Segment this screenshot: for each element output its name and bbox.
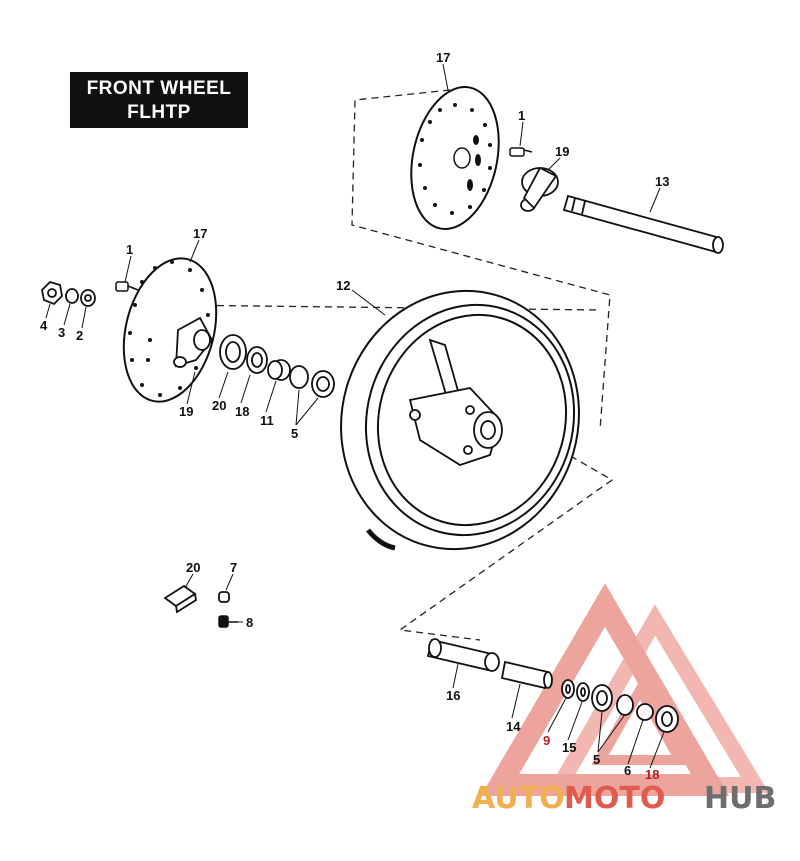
spacer-14	[500, 660, 553, 690]
diagram-title: FRONT WHEEL FLHTP	[70, 72, 248, 128]
screw-left	[115, 281, 139, 292]
leader-lines	[45, 63, 665, 769]
hub-upper	[520, 166, 559, 212]
callout-5-right: 5	[593, 752, 600, 767]
valve-stem-8	[218, 615, 238, 628]
callout-19-upper: 19	[555, 144, 569, 159]
wheel-rim	[340, 289, 580, 551]
watermark-part-3: HUB	[704, 781, 776, 816]
washer-9	[561, 679, 575, 699]
callout-20-lower: 20	[186, 560, 200, 575]
axle-sleeve-16	[426, 638, 500, 672]
brake-disc-left	[122, 257, 218, 403]
wheel-hub	[408, 338, 503, 466]
spacer-20	[219, 334, 247, 370]
nut	[41, 280, 63, 306]
title-line-2: FLHTP	[127, 102, 191, 123]
bearing-5-left	[289, 365, 335, 398]
clip-20	[163, 584, 197, 614]
callout-5-left: 5	[291, 426, 298, 441]
callout-7: 7	[230, 560, 237, 575]
watermark-part-2: MOTO	[564, 781, 665, 816]
seal-15	[576, 682, 590, 702]
seal-18	[246, 346, 268, 374]
screw-upper	[509, 147, 533, 157]
assembly-guide-lines	[149, 89, 614, 641]
callout-18-left: 18	[235, 404, 249, 419]
callout-11: 11	[260, 413, 274, 428]
axle	[562, 194, 724, 254]
callout-6: 6	[624, 763, 631, 778]
watermark-text: AUTO MOTO HUB	[472, 781, 776, 816]
callout-17-left: 17	[193, 226, 207, 241]
callout-13: 13	[655, 174, 669, 189]
callout-4: 4	[40, 318, 48, 333]
callout-19-left: 19	[179, 404, 193, 419]
callout-17-upper: 17	[436, 50, 450, 65]
callout-16: 16	[446, 688, 460, 703]
brake-disc-upper	[410, 86, 500, 230]
callout-3: 3	[58, 325, 65, 340]
callout-1-left: 1	[126, 242, 133, 257]
callout-9: 9	[543, 733, 550, 748]
callout-12: 12	[336, 278, 350, 293]
bearing-5-right	[591, 684, 634, 716]
callout-20-left: 20	[212, 398, 226, 413]
valve-cap-7	[218, 591, 230, 603]
callouts: 17 1 19 13 17 1 12 4 3 2 19 20 18 11 5 2…	[40, 50, 669, 782]
spacer-11	[267, 359, 291, 381]
title-line-1: FRONT WHEEL	[86, 78, 232, 99]
spacer-6	[636, 703, 654, 721]
callout-14: 14	[506, 719, 521, 734]
washer	[80, 289, 96, 307]
hub-left	[173, 316, 214, 368]
callout-8: 8	[246, 615, 253, 630]
callout-2: 2	[76, 328, 83, 343]
callout-1-upper: 1	[518, 108, 525, 123]
callout-15: 15	[562, 740, 576, 755]
callout-18-lower: 18	[645, 767, 659, 782]
lockwasher	[65, 288, 79, 304]
seal-18-lower	[655, 705, 679, 733]
watermark-part-1: AUTO	[472, 781, 565, 816]
